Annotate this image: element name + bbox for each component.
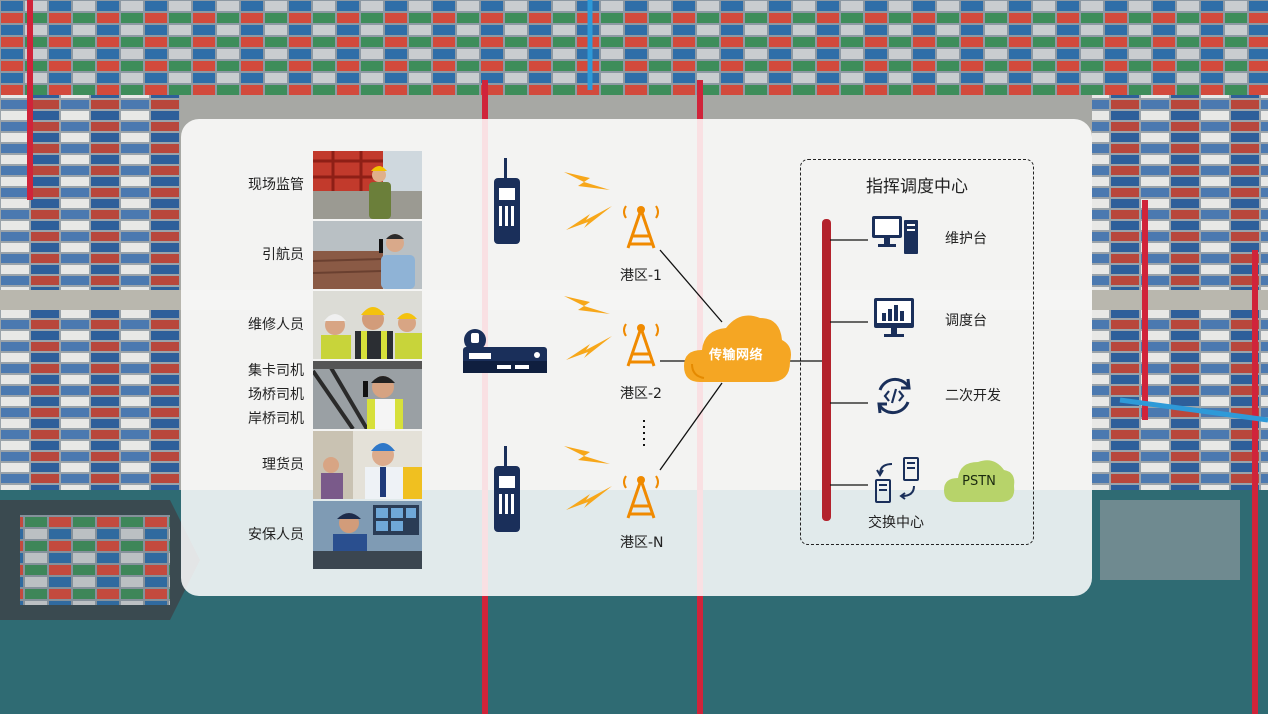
photo-maintenance	[313, 291, 422, 359]
base-station-tower-icon	[623, 323, 659, 367]
pstn-cloud-icon	[944, 460, 1015, 502]
service-label-maintenance: 维护台	[945, 231, 987, 247]
command-center-title: 指挥调度中心	[866, 177, 968, 197]
photo-site-supervision	[313, 151, 422, 219]
service-label-dispatch: 调度台	[945, 313, 987, 329]
dispatch-monitor-chart-icon	[874, 298, 914, 337]
base-station-tower-icon	[623, 475, 659, 519]
service-label-switching: 交换中心	[868, 515, 924, 531]
lightning-bolt-icon	[564, 296, 610, 314]
service-label-secondary-dev: 二次开发	[945, 388, 1001, 404]
command-bus-line	[822, 219, 831, 521]
zone-label-1: 港区-1	[620, 268, 662, 284]
code-sync-icon	[877, 377, 911, 415]
role-label-yard-crane-driver: 场桥司机	[248, 387, 304, 403]
zone-label-2: 港区-2	[620, 386, 662, 402]
lightning-bolt-icon	[566, 486, 612, 510]
photo-security	[313, 501, 422, 569]
role-label-security: 安保人员	[248, 527, 304, 543]
role-label-site-supervision: 现场监管	[248, 177, 304, 193]
lightning-bolt-icon	[566, 206, 612, 230]
photo-crane-drivers	[313, 361, 422, 429]
zone-label-n: 港区-N	[620, 535, 664, 551]
pstn-label: PSTN	[962, 474, 996, 489]
vehicle-radio-station-icon	[463, 329, 547, 373]
transport-network-cloud-icon	[684, 315, 791, 382]
lightning-bolt-icon	[566, 336, 612, 360]
photo-tally-clerk	[313, 431, 422, 499]
command-center-box	[800, 159, 1034, 545]
handheld-radio-icon	[494, 158, 520, 244]
role-label-truck-driver: 集卡司机	[248, 363, 304, 379]
transport-network-label: 传输网络	[708, 348, 763, 363]
handheld-radio-icon	[494, 446, 520, 532]
base-station-tower-icon	[623, 205, 659, 249]
role-label-tally-clerk: 理货员	[262, 457, 304, 473]
switching-servers-icon	[875, 457, 919, 503]
role-label-quay-crane-driver: 岸桥司机	[248, 411, 304, 427]
role-label-pilot: 引航员	[262, 247, 304, 263]
link-zoneN-cloud	[659, 382, 723, 471]
lightning-bolt-icon	[564, 172, 610, 190]
role-label-maintenance: 维修人员	[248, 317, 304, 333]
photo-pilot	[313, 221, 422, 289]
lightning-bolt-icon	[564, 446, 610, 464]
workstation-computer-icon	[872, 216, 918, 254]
link-zone1-cloud	[659, 249, 723, 323]
